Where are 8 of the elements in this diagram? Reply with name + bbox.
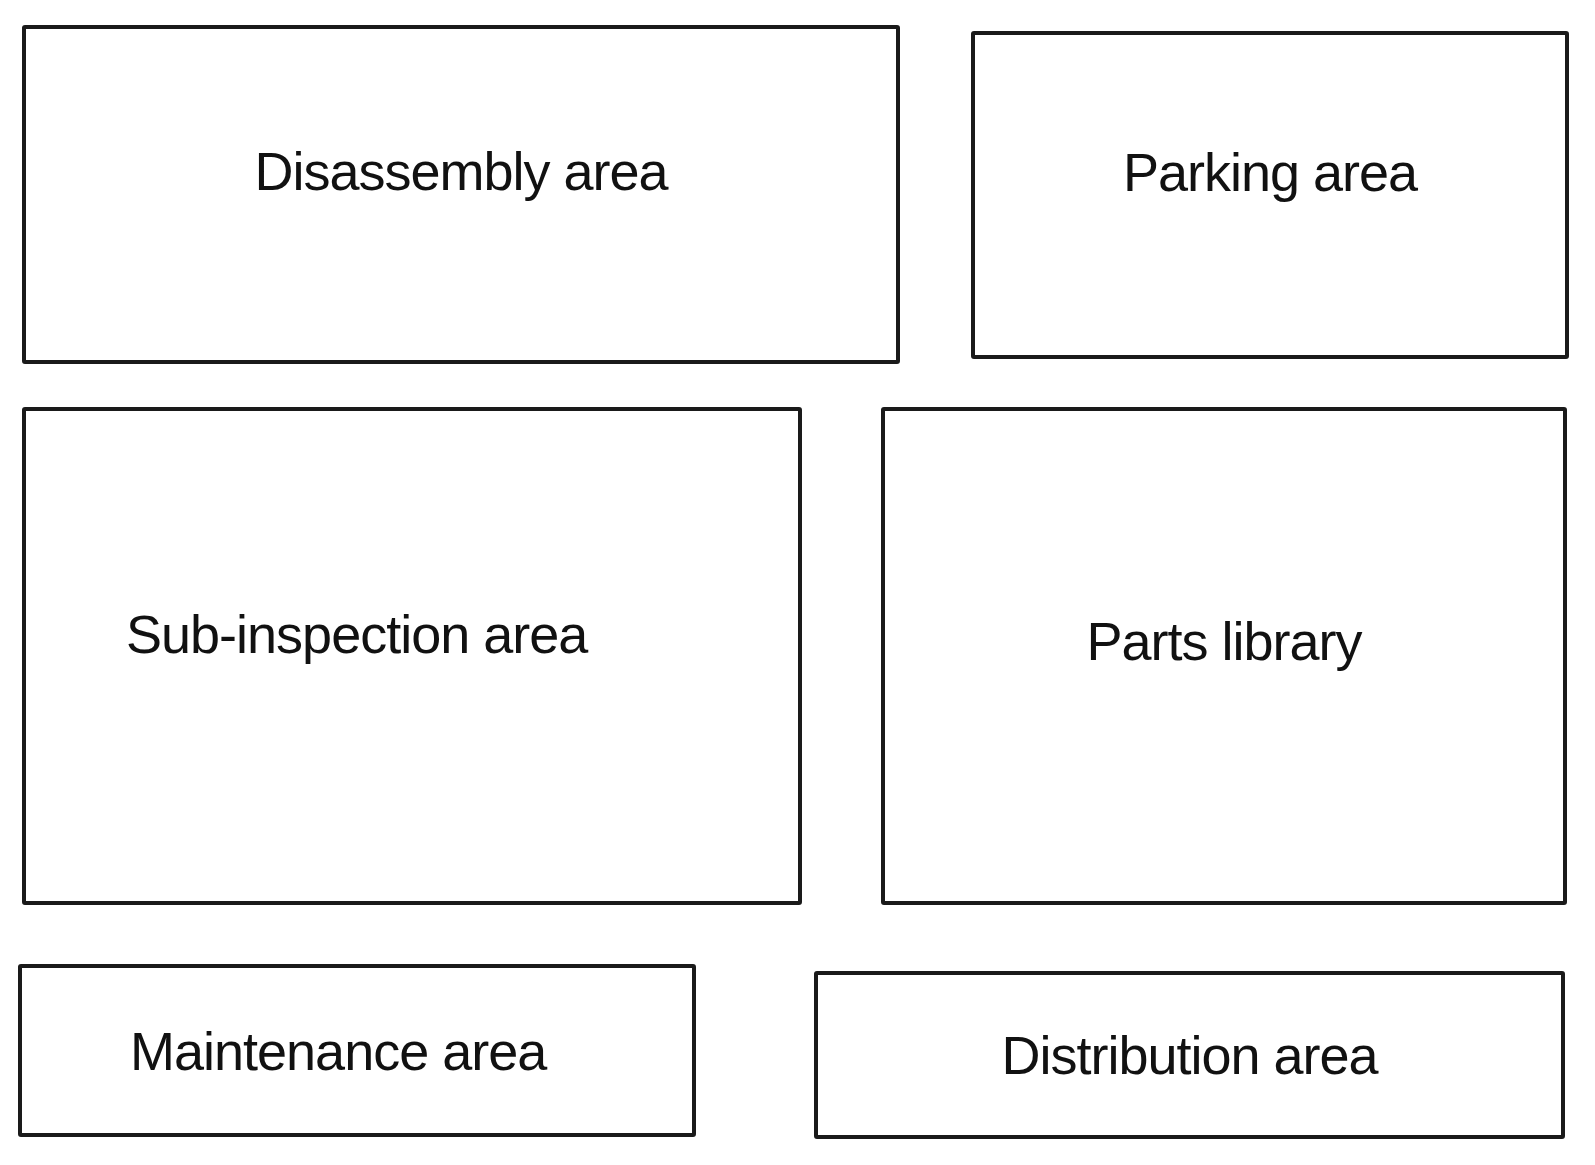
- area-box: [971, 31, 1569, 359]
- area-label: Distribution area: [1001, 1028, 1378, 1082]
- area-box: [22, 407, 802, 905]
- area-box: [22, 25, 900, 364]
- area-label: Maintenance area: [130, 1023, 547, 1078]
- area-box: [881, 407, 1567, 905]
- area-box: [814, 971, 1565, 1139]
- area-box: [18, 964, 696, 1137]
